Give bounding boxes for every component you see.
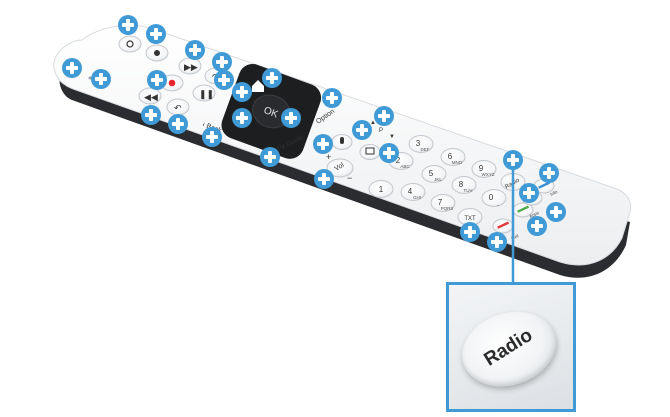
key-0[interactable]: 0 _ [481, 189, 507, 207]
fast-forward-icon: ▶▶ [184, 62, 198, 72]
hotspot-marker[interactable] [91, 69, 111, 89]
key-0-letters: _ [496, 201, 500, 206]
record-icon [168, 79, 176, 87]
key-0-number: 0 [489, 193, 494, 202]
tv-input-button[interactable] [359, 144, 381, 160]
key-4[interactable]: 4 GHI [400, 183, 426, 201]
apps-label: Apps [528, 210, 540, 219]
hotspot-marker[interactable] [313, 134, 333, 154]
zoom-inset: Radio [446, 282, 576, 412]
key-6[interactable]: 6 MNO [440, 148, 466, 166]
hotspot-marker[interactable] [202, 127, 222, 147]
voice-button[interactable] [331, 134, 353, 150]
hotspot-marker[interactable] [352, 120, 372, 140]
txt-label: TXT [464, 216, 476, 222]
blue-key-marker [538, 181, 551, 189]
hotspot-marker[interactable] [374, 106, 394, 126]
power-button[interactable] [118, 35, 142, 53]
volume-rocker[interactable]: + Vol − [326, 152, 354, 183]
exit-label: Exit [510, 233, 520, 241]
key-8[interactable]: 8 TUV [451, 176, 477, 194]
key-9-letters: WXYZ [482, 172, 495, 177]
hotspot-marker[interactable] [146, 24, 166, 44]
red-button[interactable] [492, 218, 514, 234]
key-4-number: 4 [408, 187, 413, 196]
key-8-number: 8 [459, 180, 464, 189]
ok-label: OK [262, 105, 280, 120]
hotspot-marker[interactable] [546, 202, 566, 222]
key-3-letters: DEF [421, 147, 430, 152]
hotspot-marker[interactable] [232, 82, 252, 102]
key-1-number: 1 [379, 185, 384, 194]
pause-icon: ❚❚ [199, 89, 214, 100]
hotspot-marker[interactable] [539, 163, 559, 183]
tv-input-icon [365, 147, 375, 155]
key-6-number: 6 [448, 152, 453, 161]
home-button[interactable] [252, 80, 264, 92]
hotspot-marker[interactable] [262, 68, 282, 88]
hotspot-marker[interactable] [322, 88, 342, 108]
undo-icon: ↶ [174, 103, 182, 113]
hotspot-marker[interactable] [314, 169, 334, 189]
key-7-letters: PQRS [441, 206, 454, 211]
rewind-icon: ◀◀ [144, 92, 158, 102]
menu-icon [154, 50, 160, 56]
hotspot-marker[interactable] [232, 108, 252, 128]
channel-up-icon: ▲ [370, 120, 376, 126]
power-icon [126, 40, 134, 48]
channel-down-icon: ▼ [389, 134, 395, 140]
hotspot-marker[interactable] [260, 147, 280, 167]
key-2-letters: ABC [400, 164, 410, 169]
undo-button[interactable]: ↶ [166, 98, 190, 116]
hotspot-marker[interactable] [503, 150, 523, 170]
green-key-marker [517, 205, 530, 213]
key-8-letters: TUV [464, 188, 473, 193]
volume-up-label: + [326, 152, 331, 162]
key-9[interactable]: 9 WXYZ [471, 160, 497, 178]
key-1[interactable]: 1 [368, 180, 394, 198]
key-3[interactable]: 3 DEF [408, 135, 434, 153]
microphone-icon [340, 137, 344, 144]
channel-rocker[interactable]: ▲ P ▼ [370, 120, 395, 140]
rewind-button[interactable]: ◀◀ [138, 87, 162, 105]
key-3-number: 3 [416, 139, 421, 148]
hotspot-marker[interactable] [214, 70, 234, 90]
home-icon [252, 80, 264, 92]
hotspot-marker[interactable] [118, 15, 138, 35]
volume-down-label: − [347, 173, 352, 183]
hotspot-marker[interactable] [62, 58, 82, 78]
key-9-number: 9 [479, 164, 484, 173]
red-key-marker [497, 221, 510, 229]
key-2-number: 2 [396, 156, 401, 165]
hotspot-marker[interactable] [281, 108, 301, 128]
info-label: Info [549, 189, 558, 197]
hotspot-marker[interactable] [185, 40, 205, 60]
key-7-number: 7 [438, 198, 443, 207]
key-4-letters: GHI [413, 195, 421, 200]
volume-label: Vol [334, 162, 346, 173]
hotspot-marker[interactable] [519, 183, 539, 203]
fast-forward-button[interactable]: ▶▶ [178, 57, 202, 75]
hotspot-marker[interactable] [168, 114, 188, 134]
zoom-radio-label: Radio [480, 324, 537, 371]
hotspot-marker[interactable] [460, 222, 480, 242]
hotspot-marker[interactable] [141, 105, 161, 125]
hotspot-marker[interactable] [147, 70, 167, 90]
indicator-light-icon [88, 76, 92, 80]
hotspot-marker[interactable] [212, 52, 232, 72]
key-7[interactable]: 7 PQRS [430, 194, 456, 212]
key-5[interactable]: 5 JKL [421, 165, 447, 183]
zoom-radio-button: Radio [452, 299, 566, 399]
hotspot-marker[interactable] [527, 216, 547, 236]
hotspot-marker[interactable] [487, 232, 507, 252]
key-6-letters: MNO [452, 160, 463, 165]
p-label: P [379, 128, 383, 134]
hotspot-marker[interactable] [379, 143, 399, 163]
menu-button[interactable] [145, 44, 169, 62]
key-5-letters: JKL [434, 177, 442, 182]
pause-button[interactable]: ❚❚ [192, 84, 216, 102]
key-5-number: 5 [429, 169, 434, 178]
